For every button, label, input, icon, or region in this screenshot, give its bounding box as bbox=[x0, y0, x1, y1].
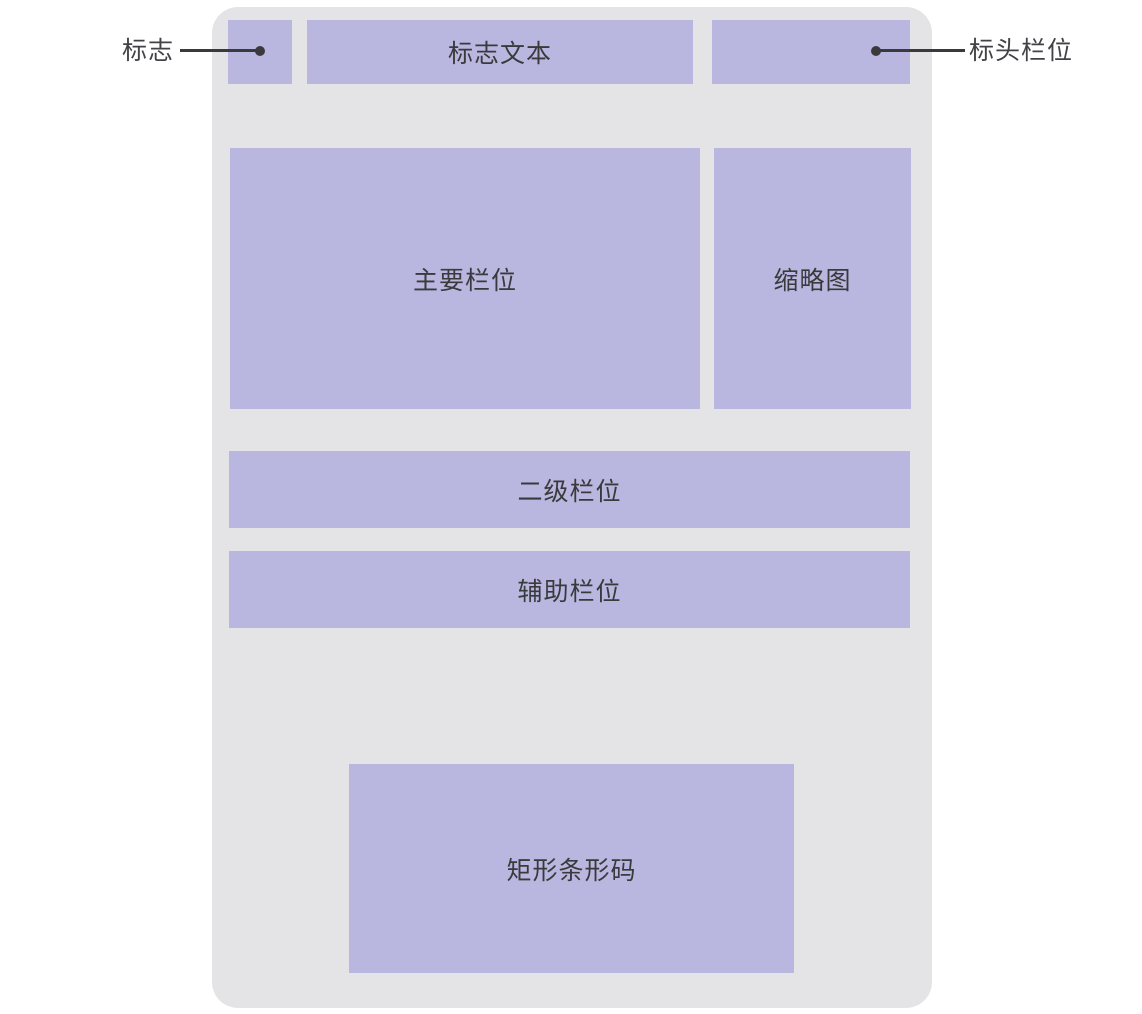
logo-callout-line bbox=[180, 49, 260, 52]
main-field-block-label: 主要栏位 bbox=[412, 266, 517, 295]
logo-text-block-label: 标志文本 bbox=[447, 40, 552, 68]
logo-callout-dot bbox=[255, 46, 265, 56]
header-callout-label: 标头栏位 bbox=[969, 37, 1074, 65]
auxiliary-field-block: 辅助栏位 bbox=[229, 551, 910, 628]
secondary-field-block: 二级栏位 bbox=[229, 451, 910, 528]
logo-callout-label: 标志 bbox=[121, 37, 174, 65]
barcode-block-label: 矩形条形码 bbox=[506, 856, 637, 885]
thumbnail-block: 缩略图 bbox=[714, 148, 911, 409]
thumbnail-block-label: 缩略图 bbox=[773, 266, 852, 295]
logo-text-block: 标志文本 bbox=[307, 20, 693, 84]
barcode-block: 矩形条形码 bbox=[349, 764, 794, 973]
header-callout-line bbox=[876, 49, 965, 52]
auxiliary-field-block-label: 辅助栏位 bbox=[517, 577, 622, 606]
main-field-block: 主要栏位 bbox=[230, 148, 700, 409]
secondary-field-block-label: 二级栏位 bbox=[517, 477, 622, 506]
